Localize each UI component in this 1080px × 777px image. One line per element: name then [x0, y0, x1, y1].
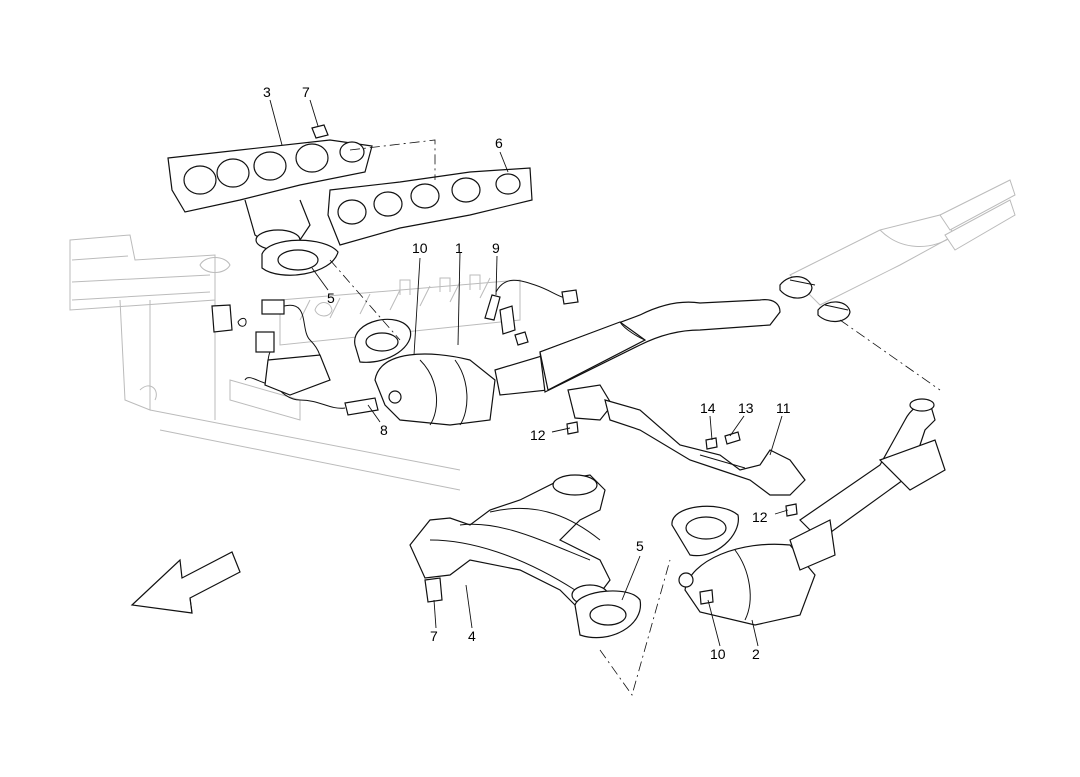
oxygen-sensor-upper	[484, 279, 579, 346]
front-direction-arrow	[130, 551, 241, 614]
callout-10-upper: 10	[412, 240, 428, 256]
leader-lines	[269, 99, 789, 647]
callout-5-upper: 5	[327, 290, 335, 306]
main-exhaust-pipe	[539, 299, 781, 393]
gasket-lower	[574, 590, 641, 639]
chassis-outline	[69, 234, 521, 491]
catalytic-converter-left	[354, 318, 549, 426]
callout-12-left: 12	[530, 427, 546, 443]
callout-8: 8	[380, 422, 388, 438]
callout-7-lower: 7	[430, 628, 438, 644]
rear-pipe-right	[799, 398, 946, 541]
catalytic-converter-right	[671, 505, 836, 626]
hanger-bracket	[567, 384, 806, 496]
gasket-upper	[261, 239, 339, 276]
callout-11: 11	[776, 400, 791, 416]
heat-shield-left	[264, 354, 331, 396]
callout-6: 6	[495, 135, 503, 151]
callout-4: 4	[468, 628, 476, 644]
callout-5-lower: 5	[636, 538, 644, 554]
callout-14: 14	[700, 400, 716, 416]
callout-1: 1	[455, 240, 463, 256]
fasteners	[566, 421, 798, 517]
callout-2: 2	[752, 646, 760, 662]
rear-muffler-ghost	[779, 179, 1016, 322]
manifold-gasket	[327, 167, 533, 246]
callout-labels: 3 7 6 10 1 9 5 8 12 14 13 11 12 5 7 4 10…	[263, 84, 791, 662]
nut-upper	[311, 124, 329, 139]
alignment-lines	[329, 139, 941, 696]
callout-3: 3	[263, 84, 271, 100]
callout-9: 9	[492, 240, 500, 256]
exhaust-manifold-lower	[409, 474, 611, 606]
lambda-connectors	[211, 299, 379, 416]
callout-13: 13	[738, 400, 754, 416]
callout-10-lower: 10	[710, 646, 726, 662]
callout-7-upper: 7	[302, 84, 310, 100]
callout-12-right: 12	[752, 509, 768, 525]
